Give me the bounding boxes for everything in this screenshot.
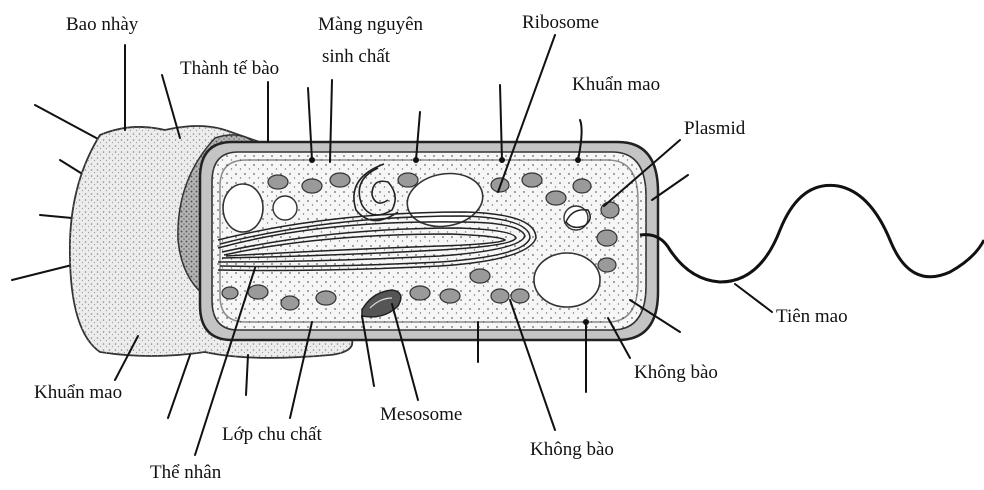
label-plasmid: Plasmid bbox=[684, 118, 746, 139]
label-pili-top: Khuẩn mao bbox=[572, 74, 660, 95]
label-pili-bottom: Khuẩn mao bbox=[34, 382, 122, 403]
label-vacuole-bottom: Không bào bbox=[530, 439, 614, 460]
label-membrane-line1: Màng nguyên bbox=[318, 14, 424, 35]
flagellum bbox=[640, 185, 984, 282]
label-flagellum: Tiên mao bbox=[776, 306, 848, 327]
label-capsule: Bao nhày bbox=[66, 14, 139, 35]
label-mesosome: Mesosome bbox=[380, 404, 462, 425]
label-nucleoid: Thể nhân bbox=[150, 462, 222, 483]
label-cytoplasm: Lớp chu chất bbox=[222, 424, 322, 445]
label-vacuole-right: Không bào bbox=[634, 362, 718, 383]
label-membrane-line2: sinh chất bbox=[322, 46, 391, 67]
label-cell-wall: Thành tế bào bbox=[180, 58, 279, 79]
label-ribosome: Ribosome bbox=[522, 12, 599, 33]
